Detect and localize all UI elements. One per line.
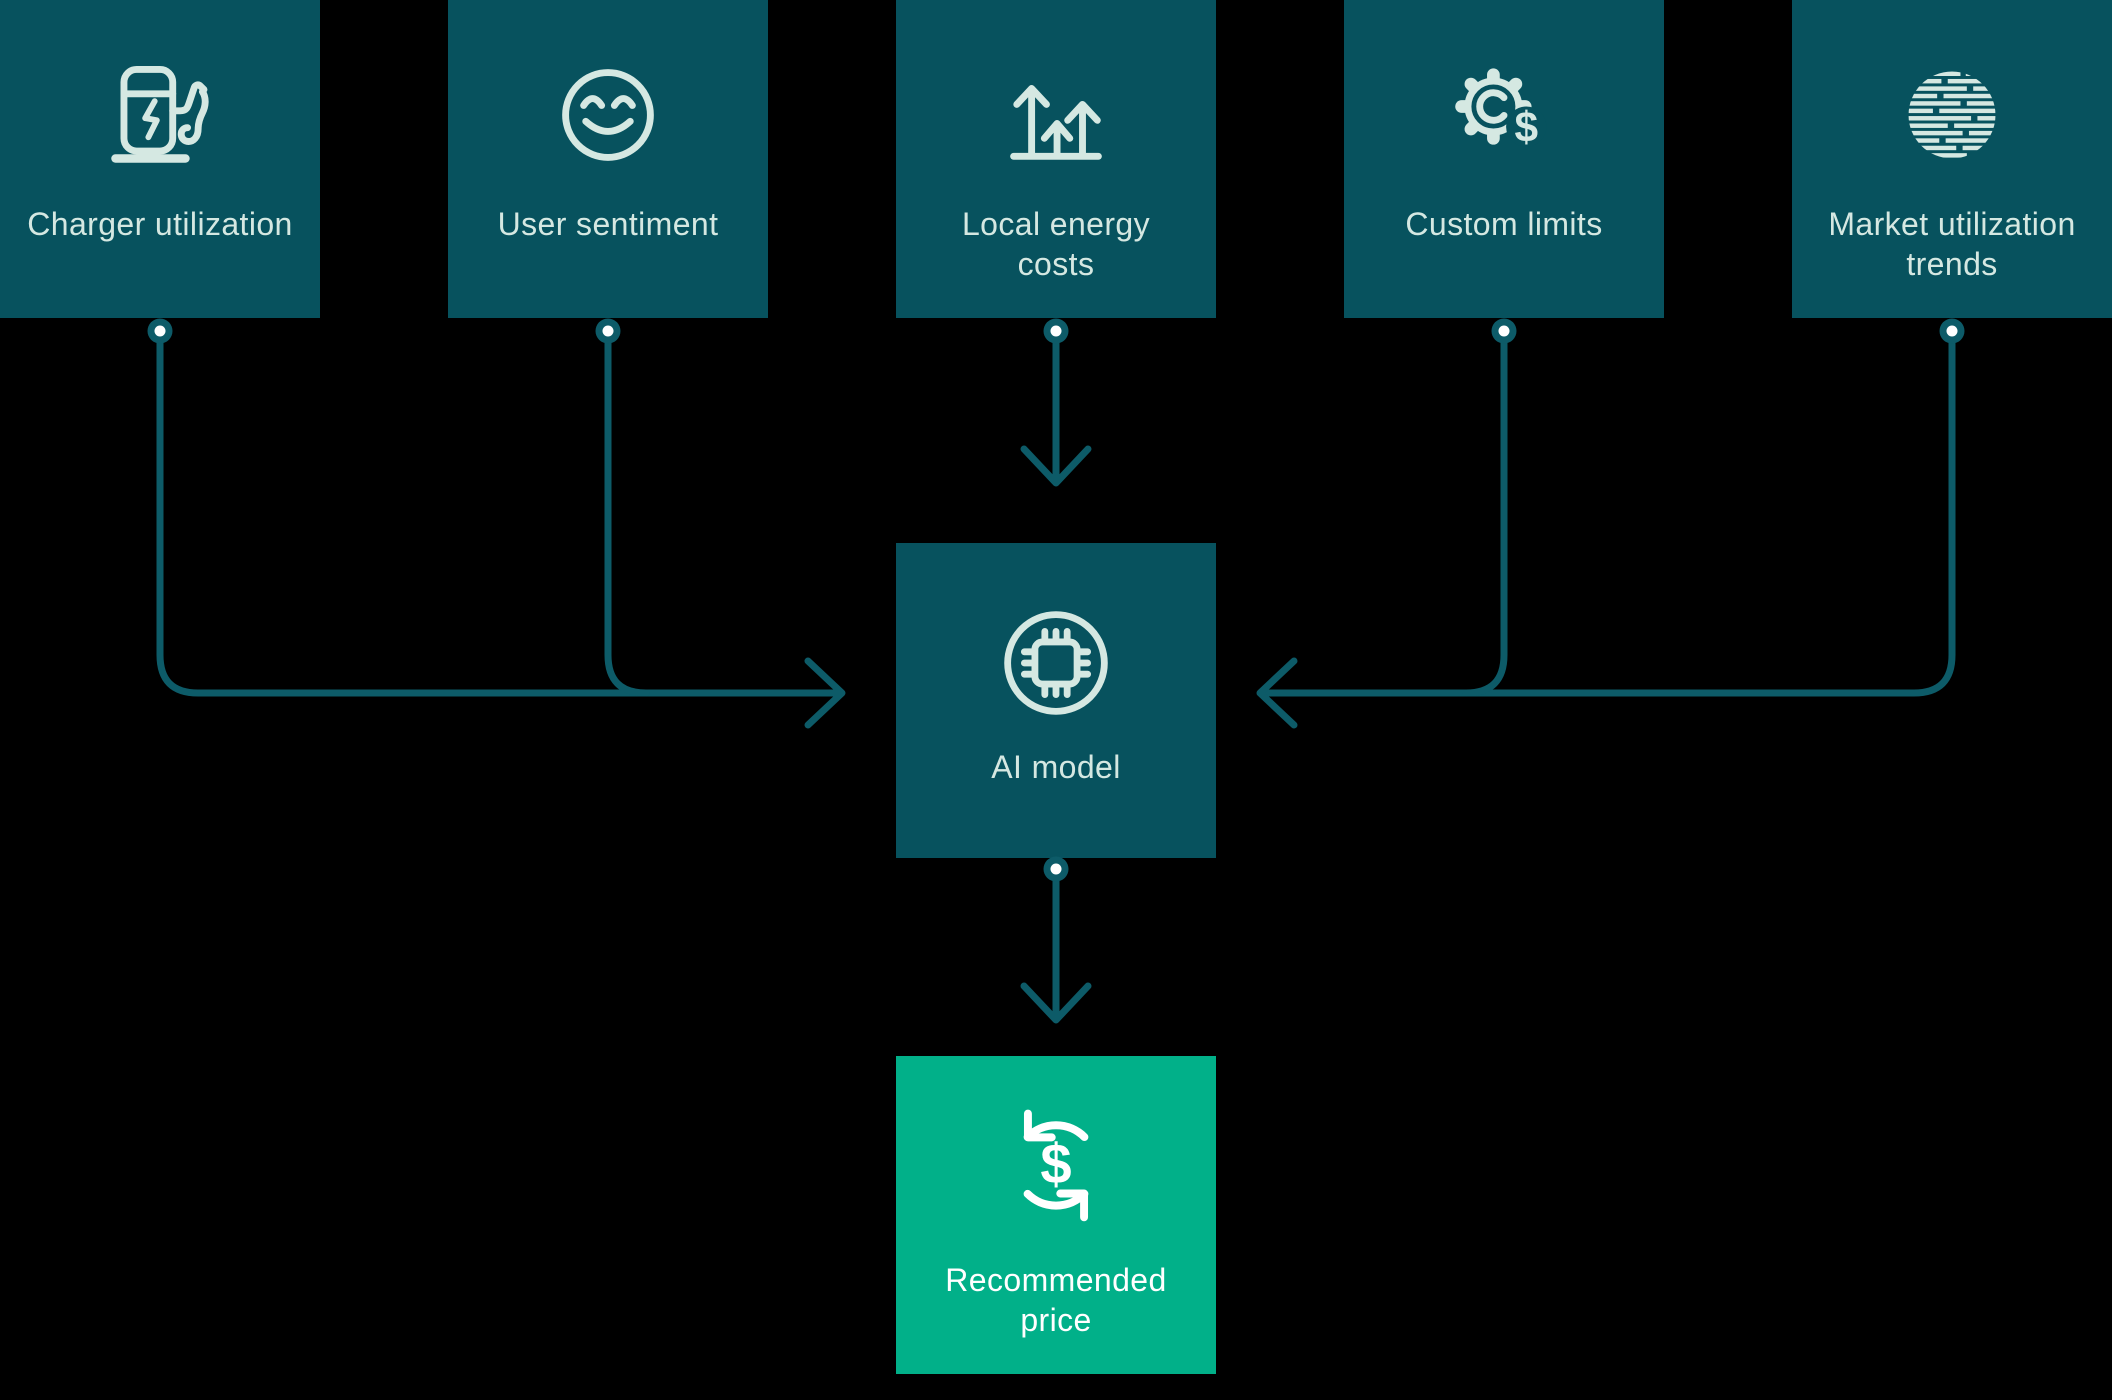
connector-dot [1043, 318, 1069, 344]
input-box-user-sentiment: User sentiment [448, 0, 768, 318]
connector-trends-to-ai [1262, 336, 1956, 697]
input-box-charger-utilization: Charger utilization [0, 0, 320, 318]
connector-dot [147, 318, 173, 344]
connector-sentiment-to-ai [604, 336, 650, 697]
connector-dot [1939, 318, 1965, 344]
input-box-label: Custom limits [1405, 206, 1603, 242]
recommended-price-box: $ Recommended price [896, 1056, 1216, 1374]
arrowhead-down-icon [1020, 982, 1092, 1024]
smiley-face-icon [555, 62, 661, 168]
input-box-local-energy-costs: Local energy costs [896, 0, 1216, 318]
arrowhead-left-icon [1256, 657, 1298, 729]
dollar-glyph: $ [1514, 103, 1538, 150]
input-box-label: User sentiment [497, 206, 719, 242]
dollar-glyph: $ [1040, 1133, 1071, 1196]
gear-dollar-icon: $ [1451, 62, 1557, 168]
input-box-label: Charger utilization [27, 206, 293, 242]
input-box-custom-limits: $ Custom limits [1344, 0, 1664, 318]
connector-dot [595, 318, 621, 344]
price-sync-icon: $ [995, 1102, 1117, 1224]
rising-arrows-icon [1003, 62, 1109, 168]
striped-globe-icon [1899, 62, 2005, 168]
input-box-label: Local energy costs [961, 206, 1151, 282]
input-box-label: Market utilization trends [1828, 206, 2076, 282]
recommended-price-label: Recommended price [945, 1262, 1167, 1338]
ai-model-box: AI model [896, 543, 1216, 858]
ai-model-label: AI model [991, 749, 1121, 785]
connector-dot [1491, 318, 1517, 344]
arrowhead-right-icon [804, 657, 846, 729]
connector-dot [1043, 856, 1069, 882]
connector-limits-to-ai [1462, 336, 1508, 697]
ai-chip-icon [994, 601, 1118, 725]
arrowhead-down-icon [1020, 445, 1092, 487]
input-box-market-utilization-trends: Market utilization trends [1792, 0, 2112, 318]
ev-charger-icon [107, 62, 213, 168]
connector-charger-to-ai [156, 336, 840, 697]
